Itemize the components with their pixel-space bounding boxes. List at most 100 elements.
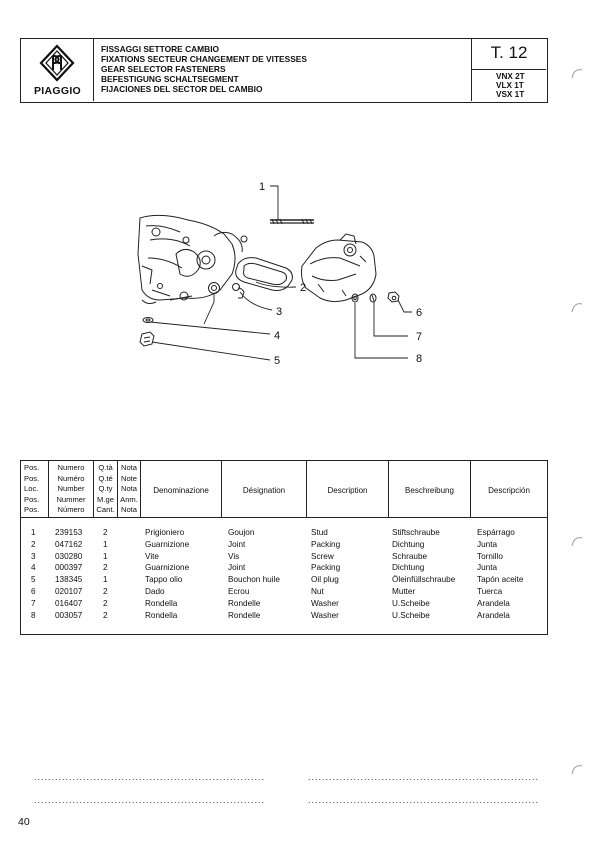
cell-it: Dado <box>145 587 165 596</box>
model-item: VLX 1T <box>496 81 524 90</box>
header-divider <box>21 517 547 518</box>
numero-header-en: Number <box>57 484 85 493</box>
numero-header: Numero Numéro Number Nummer Número <box>49 463 93 516</box>
cell-pos: 3 <box>31 551 36 561</box>
column-header-designation: Désignation <box>242 486 286 495</box>
column-divider <box>93 461 94 517</box>
pos-header-fr: Pos. <box>24 473 40 483</box>
cell-en: Oil plug <box>311 575 339 585</box>
dotted-line: ........................................… <box>308 795 538 805</box>
pos-header-es: Pos. <box>24 505 40 514</box>
nota-header: Nota Note Nota Anm. Nota <box>118 463 140 516</box>
model-item: VNX 2T <box>496 72 525 81</box>
cell-es: Tuerca <box>477 587 503 596</box>
cell-en: Washer <box>311 598 339 608</box>
title-fr: FIXATIONS SECTEUR CHANGEMENT DE VITESSES <box>101 54 307 65</box>
title-de: BEFESTIGUNG SCHALTSEGMENT <box>101 74 239 85</box>
brand-name: PIAGGIO <box>33 85 82 97</box>
selector-housing-drawing <box>301 233 377 303</box>
dotted-line: ........................................… <box>34 772 264 782</box>
cell-es: Junta <box>477 563 498 573</box>
nota-header-es: Nota <box>120 505 138 514</box>
cell-num: 003057 <box>55 610 83 620</box>
punch-hole-mark <box>571 537 583 547</box>
nut-part <box>387 291 400 303</box>
cell-en: Packing <box>311 539 341 549</box>
cell-de: Mutter <box>392 587 416 596</box>
dotted-line: ........................................… <box>308 772 538 782</box>
leader-line <box>255 281 297 288</box>
leader-line <box>149 294 271 335</box>
cell-fr: Vis <box>228 551 240 561</box>
cell-en: Screw <box>311 551 334 561</box>
cell-pos: 6 <box>31 587 36 596</box>
cell-pos: 7 <box>31 598 36 608</box>
cell-it: Guarnizione <box>145 563 190 573</box>
cell-en: Packing <box>311 563 341 573</box>
punch-hole-mark <box>571 69 583 79</box>
cell-it: Vite <box>145 551 159 561</box>
cell-qty: 2 <box>103 528 108 537</box>
cell-es: Junta <box>477 539 498 549</box>
column-divider <box>221 461 222 517</box>
column-header-descripcion: Descripción <box>488 486 530 495</box>
numero-header-fr: Numéro <box>57 473 85 483</box>
numero-header-es: Número <box>57 505 85 514</box>
leader-line <box>373 302 408 337</box>
cell-qty: 2 <box>103 598 108 608</box>
cell-de: Öleinfüllschraube <box>392 575 456 585</box>
column-divider <box>140 461 141 517</box>
packing-washer-part <box>142 317 154 323</box>
title-it: FISSAGGI SETTORE CAMBIO <box>101 44 220 54</box>
numero-header-de: Nummer <box>56 494 86 504</box>
cell-fr: Bouchon huile <box>228 575 280 585</box>
cell-it: Rondella <box>145 610 178 620</box>
callout-7: 7 <box>416 331 422 343</box>
cell-fr: Goujon <box>228 528 255 537</box>
model-list: VNX 2T VLX 1T VSX 1T <box>496 72 525 99</box>
column-header-description: Description <box>327 486 368 495</box>
stud-part <box>270 218 314 225</box>
leader-line <box>151 341 271 361</box>
callout-8: 8 <box>416 353 422 365</box>
leader-line <box>354 303 408 359</box>
nota-header-de: Anm. <box>120 494 138 504</box>
pos-header: Pos. Pos. Loc. Pos. Pos. <box>24 463 39 516</box>
nota-header-en: Nota <box>120 484 138 493</box>
cell-pos: 1 <box>31 528 36 537</box>
column-divider <box>117 461 118 517</box>
leader-line <box>270 185 279 220</box>
cell-num: 047162 <box>55 539 83 549</box>
washer-part <box>351 293 359 303</box>
cell-fr: Rondelle <box>228 610 261 620</box>
cell-it: Guarnizione <box>145 539 190 549</box>
cell-qty: 2 <box>103 563 108 573</box>
engine-casing-drawing <box>137 214 248 305</box>
cell-qty: 2 <box>103 587 108 596</box>
cell-fr: Ecrou <box>228 587 250 596</box>
column-divider <box>470 461 471 517</box>
callout-3: 3 <box>276 306 282 318</box>
cell-de: Dichtung <box>392 539 425 549</box>
cell-it: Prigioniero <box>145 528 185 537</box>
cell-pos: 4 <box>31 563 36 573</box>
cell-it: Tappo olio <box>145 575 183 585</box>
exploded-parts-diagram: 1 2 3 4 5 6 7 8 <box>137 181 422 367</box>
parts-table: Pos. Pos. Loc. Pos. Pos. Numero Numéro N… <box>20 460 548 635</box>
leader-line <box>239 291 273 311</box>
cell-pos: 8 <box>31 610 36 620</box>
column-divider <box>306 461 307 517</box>
pos-header-it: Pos. <box>24 463 40 472</box>
divider <box>472 69 546 70</box>
punch-hole-mark <box>571 765 583 775</box>
qty-header-en: Q.ty <box>98 484 113 493</box>
cell-qty: 1 <box>103 575 108 585</box>
cell-num: 000397 <box>55 563 83 573</box>
callout-1: 1 <box>259 181 265 193</box>
section-titles: FISSAGGI SETTORE CAMBIO FIXATIONS SECTEU… <box>101 44 307 94</box>
